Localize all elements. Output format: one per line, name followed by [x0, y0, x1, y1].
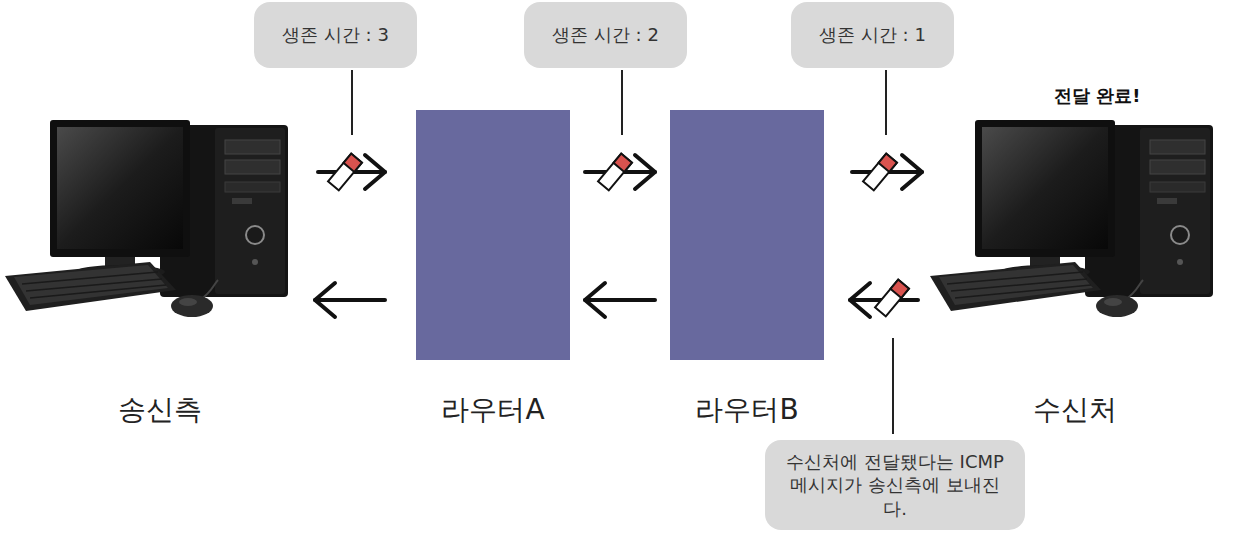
arrow-line [585, 298, 655, 302]
computer-node: 수신처 [935, 110, 1215, 430]
leader-line [621, 70, 623, 135]
arrow-line [315, 298, 385, 302]
arrow-head [635, 155, 655, 189]
router-box: 라우터B [670, 110, 824, 430]
arrow-head [315, 283, 335, 317]
callout-box: 생존 시간 : 2 [524, 2, 687, 68]
arrow-connector [585, 283, 655, 317]
node-label: 라우터A [416, 390, 570, 430]
computer-illustration [5, 120, 288, 317]
arrow-head [585, 283, 605, 317]
leader-line [351, 70, 353, 135]
node-label: 라우터B [670, 390, 824, 430]
callout-box: 생존 시간 : 3 [254, 2, 417, 68]
arrow-connector [315, 283, 385, 317]
packet-icon [598, 154, 632, 191]
packet-icon [328, 154, 362, 191]
callout-box: 생존 시간 : 1 [791, 2, 954, 68]
node-label: 송신측 [20, 390, 300, 430]
computer-illustration [930, 120, 1213, 317]
router-body [416, 110, 570, 360]
node-label: 수신처 [935, 390, 1215, 430]
callout-text: 생존 시간 : 2 [552, 24, 659, 46]
packet-icon [863, 154, 897, 191]
callout-box: 수신처에 전달됐다는 ICMP 메시지가 송신측에 보내진다. [765, 440, 1025, 530]
router-box: 라우터A [416, 110, 570, 430]
arrow-head [365, 155, 385, 189]
callout-text: 수신처에 전달됐다는 ICMP 메시지가 송신측에 보내진다. [779, 450, 1011, 520]
callout-text: 생존 시간 : 1 [819, 24, 926, 46]
status-note: 전달 완료! [1054, 84, 1140, 108]
packet-icon [875, 280, 909, 317]
router-body [670, 110, 824, 360]
callout-text: 생존 시간 : 3 [282, 24, 389, 46]
computer-node: 송신측 [20, 110, 300, 430]
leader-line [892, 338, 894, 434]
arrow-head [902, 155, 922, 189]
leader-line [885, 70, 887, 135]
arrow-head [850, 283, 870, 317]
